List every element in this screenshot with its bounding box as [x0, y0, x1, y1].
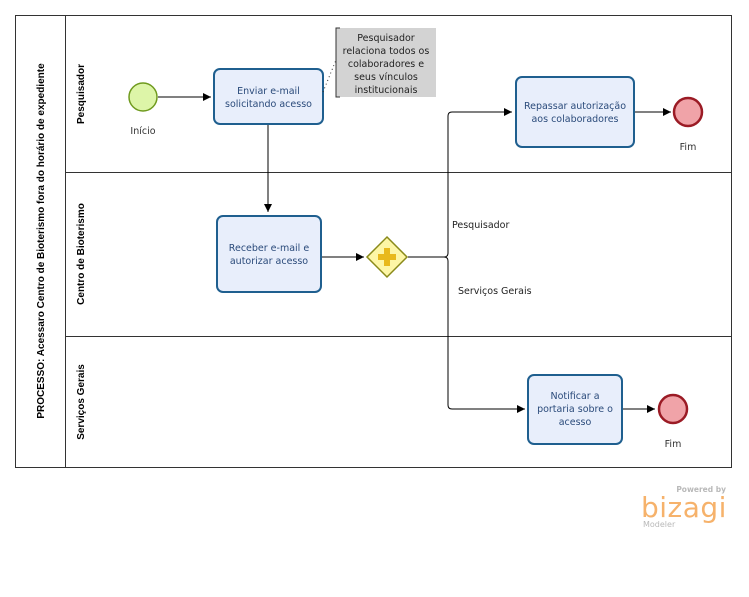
logo-product: Modeler [643, 520, 676, 529]
logo-powered-by: Powered by [676, 485, 726, 494]
bizagi-logo: Powered by bizagi Modeler [641, 485, 727, 529]
task-enviar-email[interactable]: Enviar e-mail solicitando acesso [213, 68, 324, 125]
start-event-label: Início [130, 126, 155, 137]
annotation-line-2: relaciona todos os [343, 46, 430, 57]
end-event-top-label: Fim [680, 142, 697, 153]
lane-title-centro-bioterismo: Centro de Bioterismo [76, 203, 87, 305]
lane-pesquisador: Pesquisador [65, 64, 732, 173]
parallel-gateway[interactable] [365, 235, 409, 279]
task-receber-email[interactable]: Receber e-mail e autorizar acesso [216, 215, 322, 293]
end-event-bottom[interactable] [657, 393, 689, 425]
flow-gateway-to-notificar [443, 256, 525, 413]
annotation-line-1: Pesquisador [357, 33, 414, 44]
task-repassar-line-1: Repassar autorização [524, 101, 626, 112]
annotation-line-3: colaboradores e [348, 59, 424, 70]
lane-title-pesquisador: Pesquisador [76, 64, 87, 124]
text-annotation: Pesquisador relaciona todos os colaborad… [335, 27, 436, 98]
task-receber-line-1: Receber e-mail e [229, 243, 310, 254]
task-notificar-line-1: Notificar a [550, 391, 599, 402]
logo-brand: bizagi [641, 491, 727, 524]
annotation-association [322, 59, 337, 93]
end-event-top[interactable] [672, 96, 704, 128]
end-event-bottom-label: Fim [665, 439, 682, 450]
pool-title: PROCESSO: Acessaro Centro de Bioterismo … [36, 63, 47, 419]
lane-servicos-gerais: Serviços Gerais [76, 364, 87, 440]
task-notificar-line-3: acesso [559, 417, 592, 428]
lane-centro-bioterismo: Centro de Bioterismo [65, 203, 732, 337]
annotation-line-4: seus vínculos [354, 72, 418, 83]
task-enviar-line-1: Enviar e-mail [237, 86, 300, 97]
task-repassar-autorizacao[interactable]: Repassar autorização aos colaboradores [515, 76, 635, 148]
annotation-line-5: institucionais [355, 85, 418, 96]
sequence-flows [158, 93, 671, 413]
lane-title-servicos-gerais: Serviços Gerais [76, 364, 87, 440]
task-notificar-portaria[interactable]: Notificar a portaria sobre o acesso [527, 374, 623, 445]
task-receber-line-2: autorizar acesso [230, 256, 308, 267]
task-notificar-line-2: portaria sobre o [537, 404, 613, 415]
flow-label-servicos-gerais: Serviços Gerais [458, 286, 532, 297]
task-enviar-line-2: solicitando acesso [225, 99, 312, 110]
flow-label-pesquisador: Pesquisador [452, 220, 509, 231]
task-repassar-line-2: aos colaboradores [531, 114, 618, 125]
start-event[interactable] [128, 82, 158, 112]
